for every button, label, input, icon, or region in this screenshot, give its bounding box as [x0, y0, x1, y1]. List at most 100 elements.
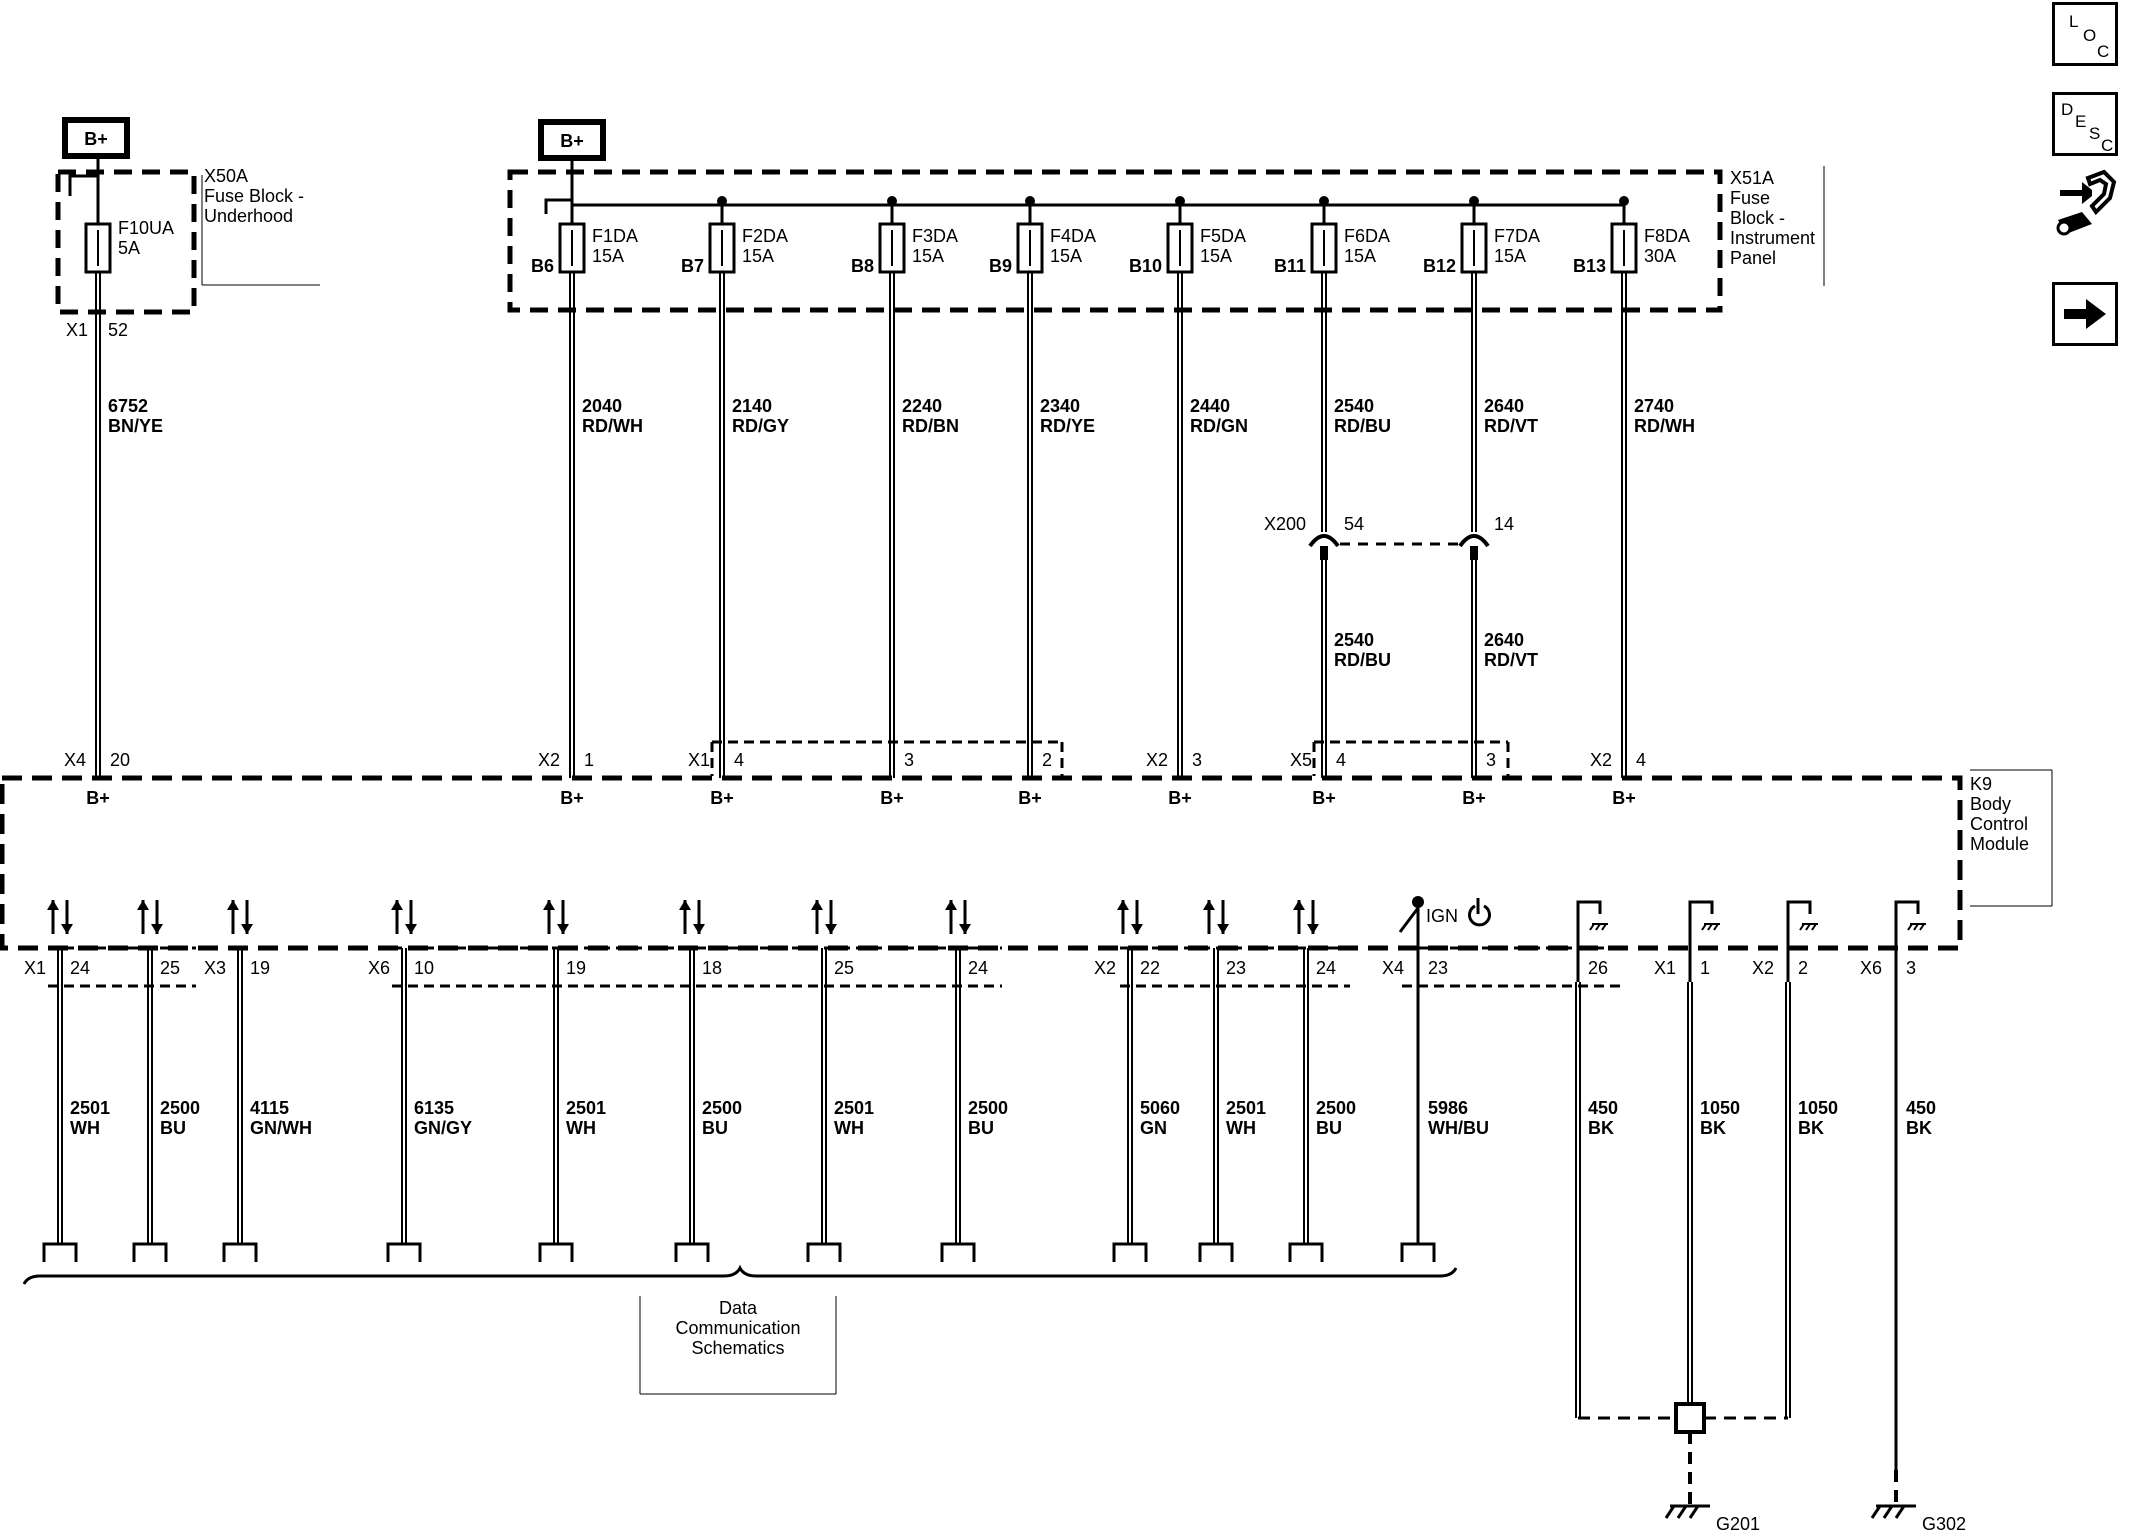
bus-junction [1025, 196, 1035, 206]
ground-hook-gnd [1589, 923, 1595, 931]
fuse-f10ua-id: F10UA [118, 218, 174, 238]
fuse-block-underhood-name: Underhood [204, 206, 293, 226]
inline-connector-male [1320, 546, 1328, 560]
ground-hook-gnd [1805, 923, 1811, 931]
lower-wire-color: WH/BU [1428, 1118, 1489, 1138]
module-bplus-label: B+ [1168, 788, 1192, 808]
module-bplus-label: B+ [880, 788, 904, 808]
lower-pin-label: 23 [1428, 958, 1448, 978]
lower-pin-label: 24 [70, 958, 90, 978]
data-link-connector [386, 1242, 422, 1262]
bidirectional-arrow-up [391, 900, 403, 910]
fuse-pin-b9: B9 [989, 256, 1012, 276]
lower-wire-color: BU [702, 1118, 728, 1138]
description-button[interactable]: D E S C [2052, 92, 2118, 156]
wire-2540-circuit: 2540 [1334, 396, 1374, 416]
location-button[interactable]: L O C [2052, 2, 2118, 66]
data-comm-bracket [22, 1264, 1458, 1285]
module-conn-label: X5 [1290, 750, 1312, 770]
inline-wire-circuit: 2540 [1334, 630, 1374, 650]
bidirectional-arrow-down [405, 924, 417, 934]
lower-pin-label: 23 [1226, 958, 1246, 978]
data-link-connector [1400, 1242, 1436, 1262]
ground-pin-label: 2 [1798, 958, 1808, 978]
loc-letter-c: C [2097, 42, 2110, 61]
fuse-block-ip-name: X51A [1730, 168, 1774, 188]
lower-wire-circuit: 4115 [250, 1098, 289, 1118]
wire-2040-color: RD/WH [582, 416, 643, 436]
module-bplus-label: B+ [560, 788, 584, 808]
module-pin-label: 4 [734, 750, 744, 770]
desc-letter-e: E [2075, 112, 2087, 131]
fuse-block-ip-name: Block - [1730, 208, 1785, 228]
fuse-f4da-id: F4DA [1050, 226, 1096, 246]
lower-wire-circuit: 5060 [1140, 1098, 1180, 1118]
wire-2440-circuit: 2440 [1190, 396, 1230, 416]
inline-pin-54: 54 [1344, 514, 1364, 534]
wire-2740-circuit: 2740 [1634, 396, 1674, 416]
fuse-f6da-rating: 15A [1344, 246, 1376, 266]
lower-pin-label: 18 [702, 958, 722, 978]
data-link-connector [1112, 1242, 1148, 1262]
ground-hook-gnd [1919, 923, 1925, 931]
fuse-f6da-id: F6DA [1344, 226, 1390, 246]
bidirectional-arrow-down [241, 924, 253, 934]
module-conn-label: X2 [1146, 750, 1168, 770]
data-link-connector [1288, 1242, 1324, 1262]
bidirectional-arrow-up [137, 900, 149, 910]
ground-pin-label: 1 [1700, 958, 1710, 978]
fuse-f8da-id: F8DA [1644, 226, 1690, 246]
fuse-f3da-id: F3DA [912, 226, 958, 246]
bidirectional-arrow-down [61, 924, 73, 934]
fuse-f8da-rating: 30A [1644, 246, 1676, 266]
next-page-button[interactable] [2052, 282, 2118, 346]
lower-wire-circuit: 2501 [834, 1098, 874, 1118]
fuse-f10ua-rating: 5A [118, 238, 140, 258]
conn-x1-label: X1 [66, 320, 88, 340]
lower-pin-label: 10 [414, 958, 434, 978]
module-pin-label: 4 [1636, 750, 1646, 770]
fuse-f2da-rating: 15A [742, 246, 774, 266]
module-bplus-label: B+ [710, 788, 734, 808]
bidirectional-arrow-down [1131, 924, 1143, 934]
module-pin-label: 20 [110, 750, 130, 770]
bidirectional-arrow-down [557, 924, 569, 934]
wire-2640-color: RD/VT [1484, 416, 1538, 436]
inline-connector-female [1458, 534, 1490, 548]
wire-6752-circuit: 6752 [108, 396, 148, 416]
module-name: Body [1970, 794, 2011, 814]
connector-info-button[interactable] [2052, 169, 2118, 240]
fuse-pin-b8: B8 [851, 256, 874, 276]
module-bplus-label: B+ [1462, 788, 1486, 808]
lower-wire-circuit: 5986 [1428, 1098, 1468, 1118]
fuse-pin-b11: B11 [1274, 256, 1306, 276]
wire-2140-circuit: 2140 [732, 396, 772, 416]
module-name: K9 [1970, 774, 1992, 794]
fuse-f7da-rating: 15A [1494, 246, 1526, 266]
bidirectional-arrow-up [945, 900, 957, 910]
lower-wire-color: BU [160, 1118, 186, 1138]
ground-hook-gnd [1799, 923, 1805, 931]
ground-g201-icon [1664, 1505, 1676, 1519]
fuse-block-ip-name: Panel [1730, 248, 1776, 268]
wire-2740-color: RD/WH [1634, 416, 1695, 436]
wire-2640-circuit: 2640 [1484, 396, 1524, 416]
fuse-block-ip-name: Instrument [1730, 228, 1815, 248]
inline-wire-color: RD/VT [1484, 650, 1538, 670]
bus-junction [1175, 196, 1185, 206]
lower-wire-color: WH [834, 1118, 864, 1138]
fuse-f7da-id: F7DA [1494, 226, 1540, 246]
module-conn-label: X2 [1590, 750, 1612, 770]
module-pin-label: 2 [1042, 750, 1052, 770]
ground-conn-label: X6 [1860, 958, 1882, 978]
ground-hook [1688, 900, 1714, 982]
desc-letter-d: D [2061, 100, 2074, 119]
ground-wire-circuit: 1050 [1798, 1098, 1838, 1118]
ground-wire-color: BK [1798, 1118, 1824, 1138]
ground-hook-gnd [1601, 923, 1607, 931]
lower-wire-circuit: 6135 [414, 1098, 454, 1118]
ground-hook [1786, 900, 1812, 982]
ground-hook-gnd [1595, 923, 1601, 931]
wire-2040-circuit: 2040 [582, 396, 622, 416]
ground-g302-icon [1894, 1505, 1906, 1519]
